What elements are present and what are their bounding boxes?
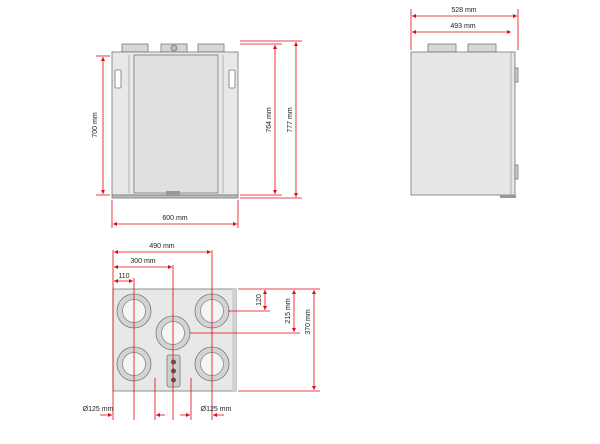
control-knob-icon <box>171 377 176 383</box>
front-view: 700 mm 764 mm 777 mm 600 mm <box>92 40 302 228</box>
top-view: 490 mm 300 mm 110 120 215 mm 370 mm Ø125… <box>83 243 320 420</box>
side-foot-icon <box>500 195 516 198</box>
side-hinge <box>514 67 519 83</box>
top-side-strip <box>232 289 236 391</box>
top-spigot <box>427 43 457 53</box>
side-hinge <box>514 164 519 180</box>
dim-777-label: 777 mm <box>287 107 294 132</box>
dim-528-label: 528 mm <box>451 7 476 14</box>
front-door-panel <box>133 54 219 194</box>
dim-764-label: 764 mm <box>266 107 273 132</box>
handle-left-icon <box>114 69 122 89</box>
side-view: 528 mm 493 mm <box>410 7 519 198</box>
dim-215-label: 215 mm <box>285 298 292 323</box>
dim-370-label: 370 mm <box>305 309 312 334</box>
dim-300-label: 300 mm <box>130 258 155 265</box>
top-spigot <box>197 43 225 53</box>
dim-110-label: 110 <box>118 273 129 280</box>
dia-right-label: Ø125 mm <box>201 406 232 413</box>
top-spigot <box>121 43 149 53</box>
dim-120-label: 120 <box>256 294 263 306</box>
dim-490-label: 490 mm <box>149 243 174 250</box>
control-knob-icon <box>171 368 176 374</box>
dim-600-label: 600 mm <box>162 215 187 222</box>
top-spigot <box>467 43 497 53</box>
dim-493-label: 493 mm <box>450 23 475 30</box>
drain-outlet-icon <box>166 191 180 196</box>
dia-left-label: Ø125 mm <box>83 406 114 413</box>
handle-right-icon <box>228 69 236 89</box>
side-casing <box>410 51 516 196</box>
dim-700-label: 700 mm <box>92 112 99 137</box>
control-knob-icon <box>171 359 176 365</box>
top-sensor-icon <box>170 44 178 52</box>
